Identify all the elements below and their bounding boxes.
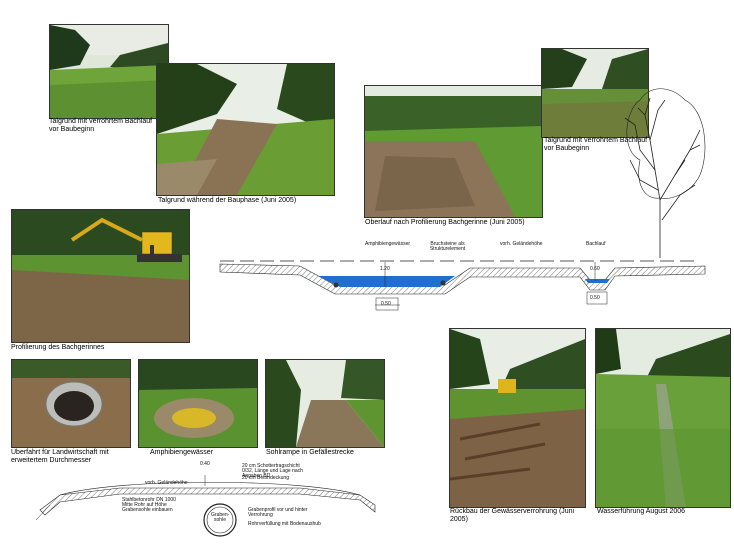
culvert-label-schotter: 20 cm Schottertragschicht 0/32, Länge un… (242, 463, 303, 479)
dim-width-left: 0.50 (381, 301, 391, 307)
label-amphibien: Amphibiengewässer (365, 241, 411, 247)
photo-rueckbau (449, 328, 586, 508)
culvert-label-beton: 20 cm Betondeckung (242, 475, 289, 481)
photo-bauphase (156, 63, 335, 196)
photo-sohlrampe (265, 359, 385, 448)
photo-talgrund-before (49, 24, 169, 119)
culvert-label-stahlbeton: Stahlbetonrohr DN 1000 Mitte Rohr auf Hö… (122, 497, 176, 513)
caption-talgrund-right: Talgrund mit verrohrtem Bachlauf vor Bau… (544, 137, 648, 152)
label-bruchsteine: Bruchsteine als Strukturelement (429, 241, 466, 252)
dim-width-right: 0.50 (590, 295, 600, 301)
caption-talgrund-top: Talgrund mit verrohrtem Bachlauf vor Bau… (49, 118, 153, 133)
photo-amphibiengewaesser (138, 359, 258, 448)
caption-profilierung: Profilierung des Bachgerinnes (11, 344, 105, 351)
caption-ueberfahrt: Überfahrt für Landwirtschaft mit erweite… (11, 449, 109, 464)
caption-amphibiengewaesser: Amphibiengewässer (150, 449, 214, 456)
culvert-label-grabensohle: Graben-sohle (211, 512, 230, 523)
culvert-label-gelaende: vorh. Geländehöhe (145, 480, 188, 486)
culvert-dim-top: 0.40 (200, 461, 210, 467)
dim-depth-right: 0.60 (590, 266, 600, 272)
caption-oberlauf: Oberlauf nach Profilierung Bachgerinne (… (365, 219, 525, 226)
culvert-label-grabenprofil: Grabenprofil vor und hinter Verrohrung (248, 507, 308, 518)
caption-rueckbau: Rückbau der Gewässerverrohrung (Juni 200… (450, 508, 575, 523)
photo-wasserfuehrung (595, 328, 731, 508)
label-bachlauf: Bachlauf (586, 241, 606, 247)
caption-bauphase: Talgrund während der Bauphase (Juni 2005… (158, 197, 297, 204)
caption-wasserfuehrung: Wasserführung August 2006 (597, 508, 686, 515)
dim-depth-left: 1.20 (380, 266, 390, 272)
culvert-label-rohr: Rohrverfüllung mit Bodenaushub (248, 521, 321, 527)
photo-ueberfahrt (11, 359, 131, 448)
photo-profilierung (11, 209, 190, 343)
label-gelaende: vorh. Geländehöhe (500, 241, 543, 247)
caption-sohlrampe: Sohlrampe in Gefällestrecke (266, 449, 354, 456)
photo-oberlauf (364, 85, 543, 218)
photo-talgrund-right (541, 48, 649, 138)
